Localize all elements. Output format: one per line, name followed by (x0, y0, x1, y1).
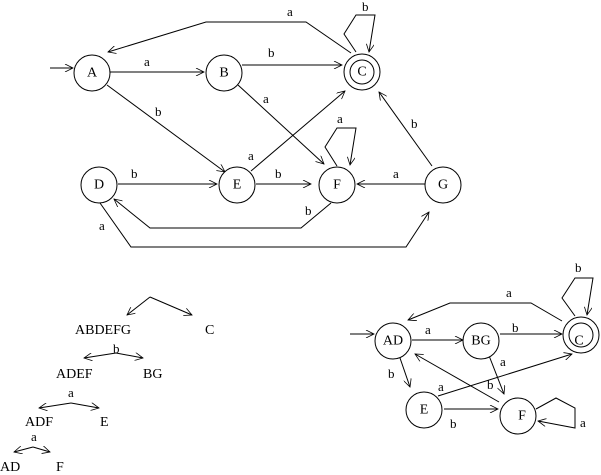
svg-text:G: G (438, 178, 448, 193)
min-state-BG: BG (462, 322, 500, 360)
tree-arrow-left-1 (84, 352, 117, 358)
edge-F-D (114, 199, 332, 229)
tree-node-BG: BG (143, 367, 162, 382)
tree-arrow-right-2 (70, 403, 99, 408)
tree-arrow-right-0 (149, 296, 192, 315)
edge-label-AD-E: b (388, 366, 395, 381)
svg-text:BG: BG (471, 334, 490, 349)
state-F: F (318, 166, 356, 204)
tree-node-AD: AD (0, 460, 20, 475)
svg-text:F: F (333, 178, 341, 193)
edge-D-G (99, 202, 429, 248)
svg-text:E: E (233, 178, 242, 193)
edge-A-E (106, 84, 225, 172)
edge-E-C-min (437, 354, 572, 397)
svg-text:E: E (420, 403, 429, 418)
state-A: A (73, 54, 111, 92)
edge-label-C-C: b (362, 0, 369, 14)
edge-label-BG-C: b (512, 320, 519, 335)
state-E: E (218, 166, 256, 204)
edge-label-A-E: b (155, 104, 162, 119)
edge-label-BG-F: a (500, 354, 506, 369)
tree-arrow-left-0 (127, 296, 151, 315)
edge-label-G-F: a (393, 166, 399, 181)
edge-AD-E (399, 357, 410, 387)
tree-split-label-2: a (68, 385, 74, 400)
tree-node-C: C (205, 323, 214, 338)
edge-E-C (250, 91, 345, 172)
edge-F-AD (415, 354, 500, 403)
edge-C-C (343, 14, 376, 52)
edge-label-D-E: b (131, 166, 138, 181)
edge-G-C (379, 92, 433, 167)
edge-label-AD-BG: a (425, 322, 431, 337)
min-state-F: F (499, 397, 537, 435)
edge-label-B-F: a (263, 91, 269, 106)
original-dfa: a b b a a b b a a b a b (50, 0, 462, 248)
min-state-C-accepting: C (562, 316, 600, 354)
edge-label-E-C: a (248, 148, 254, 163)
state-G: G (424, 166, 462, 204)
tree-node-E: E (100, 415, 109, 430)
svg-text:A: A (87, 66, 98, 81)
svg-text:D: D (94, 178, 104, 193)
state-D: D (80, 166, 118, 204)
edge-label-D-G: a (99, 218, 105, 233)
edge-label-C-A: a (287, 4, 293, 19)
tree-node-ADEF: ADEF (56, 367, 93, 382)
edge-label-G-C: b (411, 116, 418, 131)
svg-text:C: C (357, 65, 366, 80)
edge-label-F-D: b (305, 203, 312, 218)
edge-F-F-min (535, 397, 576, 429)
svg-text:B: B (219, 66, 228, 81)
partition-tree: ABDEFG C b ADEF BG a ADF E a AD F (0, 296, 214, 475)
edge-B-F (237, 84, 324, 164)
minimized-dfa: a b b a a b a b a b AD (350, 260, 600, 435)
edge-label-F-AD: b (487, 377, 494, 392)
svg-text:F: F (518, 409, 526, 424)
edge-label-A-B: a (144, 54, 150, 69)
edge-label-C-C-min: b (575, 260, 582, 275)
tree-arrow-left-3 (14, 447, 34, 452)
edge-F-F (324, 127, 357, 167)
svg-text:C: C (574, 334, 583, 349)
tree-node-ABDEFG: ABDEFG (75, 323, 131, 338)
edge-label-F-F-min: a (580, 415, 586, 430)
tree-arrow-left-2 (39, 402, 72, 408)
edge-C-A (108, 21, 352, 53)
tree-split-label-1: b (113, 341, 120, 356)
svg-text:AD: AD (383, 334, 403, 349)
tree-node-ADF: ADF (25, 415, 53, 430)
edge-C-AD (408, 302, 563, 322)
edge-label-F-F: a (337, 111, 343, 126)
edge-BG-F (487, 352, 504, 394)
edge-label-E-C-min: a (438, 379, 444, 394)
min-state-AD: AD (374, 322, 412, 360)
min-state-E: E (405, 391, 443, 429)
state-B: B (205, 54, 243, 92)
tree-arrow-right-3 (32, 447, 50, 452)
edge-label-E-F: b (275, 166, 282, 181)
tree-arrow-right-1 (115, 353, 143, 358)
state-C-accepting: C (343, 53, 381, 91)
edge-C-C-min (561, 277, 594, 317)
tree-node-F: F (56, 460, 64, 475)
tree-split-label-3: a (31, 429, 37, 444)
edge-label-C-AD: a (506, 285, 512, 300)
edge-label-B-C: b (268, 45, 275, 60)
edge-label-E-F-min: b (450, 416, 457, 431)
